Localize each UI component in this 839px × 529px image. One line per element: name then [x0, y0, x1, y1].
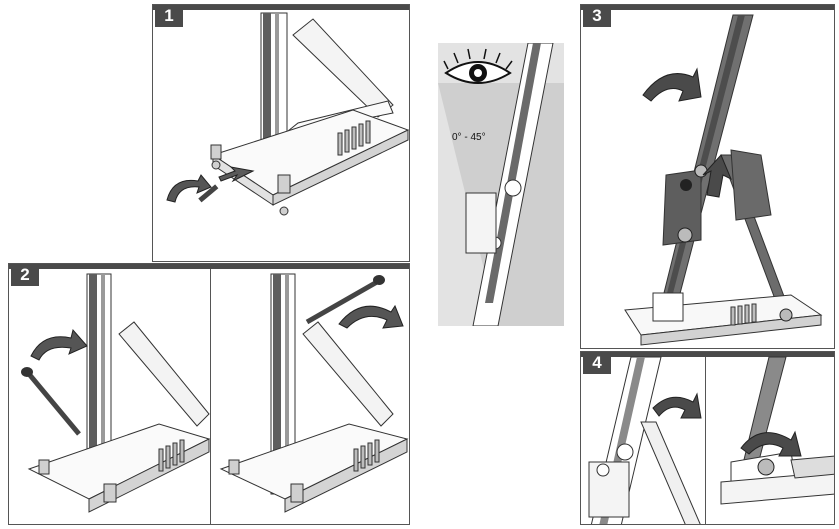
angle-inset: 0° - 45° — [438, 43, 564, 326]
step-number-1: 1 — [155, 5, 183, 27]
rotate-arrow-icon — [652, 392, 702, 419]
rotate-arrow-icon — [338, 304, 404, 329]
arrow-icon — [702, 154, 732, 198]
step-number-2: 2 — [11, 264, 39, 286]
step-number-4: 4 — [583, 352, 611, 374]
panel-step-4: 4 — [580, 351, 835, 525]
bolt-icon — [198, 184, 219, 203]
panel-divider — [705, 357, 706, 524]
angle-range-label: 0° - 45° — [452, 132, 486, 143]
rotate-arrow-icon — [740, 430, 802, 457]
rotate-arrow-icon — [642, 67, 702, 102]
lever-insert-illustration — [21, 273, 409, 513]
panel-divider — [210, 269, 211, 524]
angle-view-illustration — [438, 43, 564, 326]
panel-step-2: 2 — [8, 263, 410, 525]
panel-step-3: 3 — [580, 4, 835, 349]
panel-bar — [581, 352, 834, 357]
eye-icon — [443, 48, 513, 84]
panel-bar — [153, 5, 409, 10]
tilted-column-illustration — [624, 14, 823, 346]
arrow-icon — [218, 166, 255, 183]
rotate-arrow-icon — [166, 174, 212, 203]
panel-step-1: 1 — [152, 4, 410, 262]
step-number-3: 3 — [583, 5, 611, 27]
rotate-arrow-icon — [30, 328, 88, 361]
lever-handle-icon — [305, 275, 385, 325]
panel-bar — [9, 264, 409, 269]
drill-stand-base-illustration — [166, 12, 409, 216]
panel-bar — [581, 5, 834, 10]
lock-column-illustration — [588, 356, 834, 524]
lever-handle-icon — [21, 367, 81, 436]
